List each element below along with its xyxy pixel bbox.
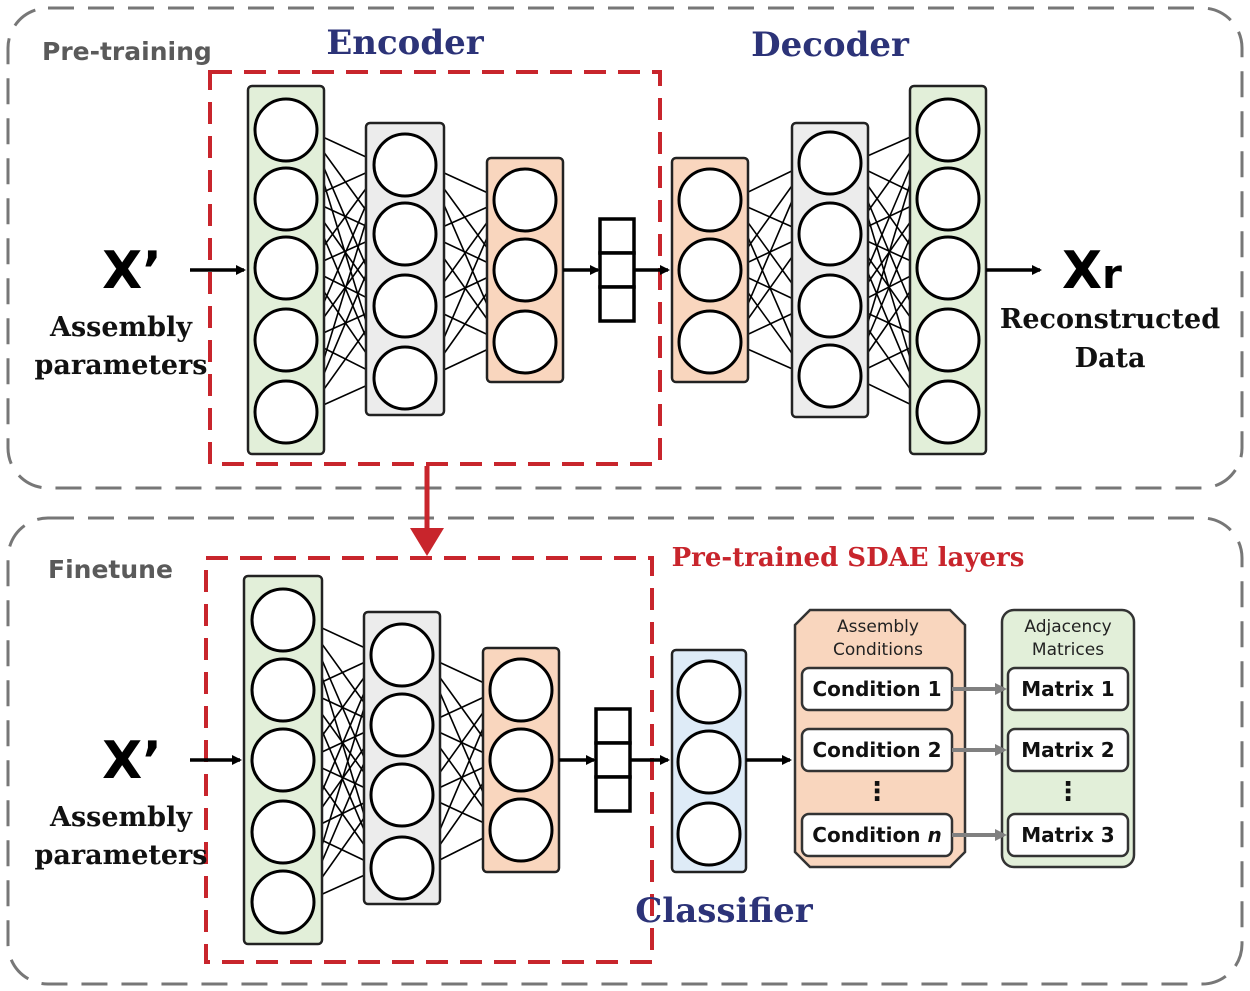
matrices-title-line2: Matrices [1032, 640, 1104, 660]
network-layers [242, 84, 988, 946]
node-top-enc-3-0 [492, 167, 558, 233]
node-top-dec-2-0 [797, 130, 863, 196]
matrix-3-box [1006, 812, 1130, 858]
assembly-conditions-panel: Assembly Conditions Condition 1 Conditio… [793, 608, 967, 869]
node-bot-enc-2-1 [369, 692, 435, 758]
node-top-dec-3-0 [915, 97, 981, 163]
input-label-bottom-line2: parameters [35, 840, 208, 871]
pretrained-title: Pre-trained SDAE layers [672, 543, 1025, 573]
node-top-enc-3-2 [492, 309, 558, 375]
node-top-enc-1-2 [253, 235, 319, 301]
node-top-enc-2-3 [372, 345, 438, 411]
node-bot-enc-1-3 [250, 799, 316, 865]
node-top-dec-3-3 [915, 307, 981, 373]
node-bot-enc-1-1 [250, 657, 316, 723]
input-symbol-bottom: X’ [102, 731, 162, 791]
classifier-title: Classifier [635, 891, 814, 931]
conditions-ellipsis: ⋮ [864, 777, 890, 807]
latent-code-bottom-cell-0 [594, 707, 632, 745]
node-top-dec-2-1 [797, 201, 863, 267]
node-top-enc-1-1 [253, 166, 319, 232]
matrix-3-label: Matrix 3 [1021, 823, 1114, 847]
condition-2-label: Condition 2 [812, 738, 941, 762]
flow-arrows [190, 265, 1042, 765]
node-top-enc-1-3 [253, 307, 319, 373]
node-top-dec-3-1 [915, 166, 981, 232]
output-symbol-main: X [1062, 241, 1102, 301]
node-bot-enc-2-3 [369, 835, 435, 901]
matrix-2-label: Matrix 2 [1021, 738, 1114, 762]
finetune-frame [6, 516, 1244, 986]
latent-code-bottom-cell-1 [594, 741, 632, 779]
output-label-line1: Reconstructed [1000, 304, 1220, 335]
condition-1-label: Condition 1 [812, 677, 941, 701]
node-top-enc-3-1 [492, 237, 558, 303]
matrix-2-box [1006, 727, 1130, 773]
node-top-dec-2-3 [797, 343, 863, 409]
condition-n-label: Condition n [812, 823, 941, 847]
matrix-1-label: Matrix 1 [1021, 677, 1114, 701]
matrix-1-box [1006, 666, 1130, 712]
node-bot-enc-2-2 [369, 762, 435, 828]
input-label-bottom-line1: Assembly [49, 802, 193, 833]
matrices-ellipsis: ⋮ [1055, 777, 1081, 807]
latent-code-top-cell-1 [598, 251, 636, 289]
encoder-title: Encoder [326, 23, 484, 63]
conditions-title-line1: Assembly [837, 617, 919, 637]
node-bot-enc-1-2 [250, 727, 316, 793]
input-symbol-top: X’ [102, 241, 162, 301]
adjacency-matrices-panel: Adjacency Matrices Matrix 1 Matrix 2 ⋮ M… [1000, 608, 1136, 869]
transfer-arrow-head [410, 528, 444, 556]
node-bot-cls-2 [676, 801, 742, 867]
node-top-dec-3-2 [915, 235, 981, 301]
node-top-dec-3-4 [915, 379, 981, 445]
node-bot-cls-0 [676, 659, 742, 725]
section-label-pretraining: Pre-training [42, 37, 212, 66]
node-bot-enc-3-0 [488, 657, 554, 723]
node-bot-cls-1 [676, 729, 742, 795]
input-label-top-line1: Assembly [49, 312, 193, 343]
node-bot-enc-2-0 [369, 622, 435, 688]
conditions-title-line2: Conditions [833, 640, 923, 660]
pretraining-frame [6, 6, 1244, 490]
node-bot-enc-3-2 [488, 797, 554, 863]
output-symbol-subscript: r [1102, 252, 1122, 298]
layer-top-dec-2 [790, 121, 870, 419]
node-bot-enc-1-0 [250, 587, 316, 653]
latent-code-top-cell-0 [598, 217, 636, 255]
node-top-enc-2-1 [372, 201, 438, 267]
node-top-dec-2-2 [797, 273, 863, 339]
node-bot-enc-3-1 [488, 727, 554, 793]
decoder-title: Decoder [751, 25, 910, 65]
node-bot-enc-1-4 [250, 869, 316, 935]
layer-top-enc-2 [364, 121, 446, 417]
node-top-enc-1-0 [253, 97, 319, 163]
node-top-dec-1-1 [677, 237, 743, 303]
latent-code-top-cell-2 [598, 285, 636, 323]
node-top-enc-2-2 [372, 273, 438, 339]
matrices-title-line1: Adjacency [1024, 617, 1111, 637]
output-label-line2: Data [1075, 343, 1146, 374]
input-label-top-line2: parameters [35, 350, 208, 381]
latent-code-bottom-cell-2 [594, 775, 632, 813]
node-top-dec-1-2 [677, 309, 743, 375]
layer-bot-enc-2 [362, 610, 442, 906]
section-label-finetune: Finetune [48, 555, 173, 584]
node-top-enc-1-4 [253, 379, 319, 445]
node-top-dec-1-0 [677, 167, 743, 233]
output-symbol: Xr [1062, 241, 1122, 301]
node-top-enc-2-0 [372, 132, 438, 198]
